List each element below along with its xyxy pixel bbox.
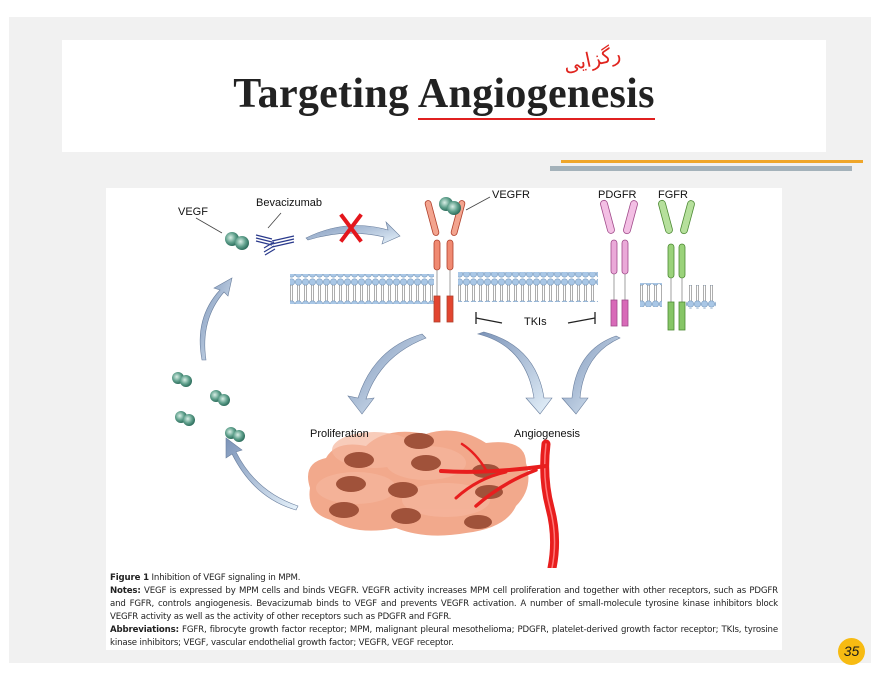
title-part-1: Targeting <box>233 71 418 117</box>
pdgfr-receptor-icon <box>600 199 638 327</box>
caption-notes: Notes: VEGF is expressed by MPM cells an… <box>110 585 778 624</box>
caption-notes-text: VEGF is expressed by MPM cells and binds… <box>110 586 778 622</box>
tki-inhibition-icon <box>475 312 596 324</box>
cell-membrane <box>290 272 716 309</box>
fgfr-receptor-icon <box>658 199 695 331</box>
caption-abbrev-label: Abbreviations: <box>110 625 179 635</box>
block-x-icon <box>339 213 363 243</box>
bevacizumab-antibody-icon <box>255 234 295 256</box>
caption-figure-title: Inhibition of VEGF signaling in MPM. <box>148 573 301 583</box>
title-part-2-underlined: Angiogenesis <box>417 71 655 117</box>
caption-title-line: Figure 1 Inhibition of VEGF signaling in… <box>110 572 778 585</box>
signal-arrows <box>347 331 621 415</box>
label-tkis: TKIs <box>524 316 547 328</box>
label-pdgfr: PDGFR <box>598 189 637 201</box>
label-angiogenesis: Angiogenesis <box>514 428 581 440</box>
vegf-ligand-icon <box>225 232 249 250</box>
label-proliferation: Proliferation <box>310 428 369 440</box>
vegf-signaling-diagram <box>172 196 716 568</box>
blood-vessel-icon <box>439 439 560 568</box>
caption-abbrev-text: FGFR, fibrocyte growth factor receptor; … <box>110 625 778 648</box>
title-box: Targeting Angiogenesis <box>62 40 826 152</box>
caption-figure-label: Figure 1 <box>110 573 149 583</box>
accent-rule-grey <box>550 166 852 171</box>
label-fgfr: FGFR <box>658 189 688 201</box>
cycle-arrows <box>199 277 299 511</box>
caption-abbreviations: Abbreviations: FGFR, fibrocyte growth fa… <box>110 624 778 650</box>
page-number-badge: 35 <box>838 638 865 665</box>
accent-rule-orange <box>561 160 863 163</box>
slide-title: Targeting Angiogenesis <box>62 70 826 118</box>
figure-panel: VEGF Bevacizumab VEGFR PDGFR FGFR TKIs P… <box>106 188 782 650</box>
vegfr-receptor-icon <box>424 197 466 323</box>
free-vegf-ligands <box>172 372 245 442</box>
mpm-cell-cluster <box>308 430 529 536</box>
label-bevacizumab: Bevacizumab <box>256 197 323 209</box>
caption-notes-label: Notes: <box>110 586 141 596</box>
label-vegfr: VEGFR <box>492 189 530 201</box>
label-vegf: VEGF <box>178 206 208 218</box>
figure-caption: Figure 1 Inhibition of VEGF signaling in… <box>110 572 778 650</box>
